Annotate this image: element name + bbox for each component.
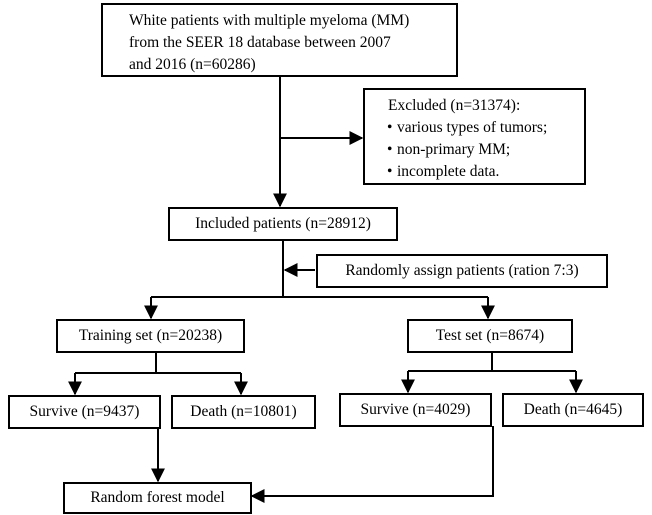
test-set-label: Test set (n=8674) <box>435 327 545 344</box>
train-survive-label: Survive (n=9437) <box>29 403 140 420</box>
test-death-box: Death (n=4645) <box>502 393 644 427</box>
random-forest-model-label: Random forest model <box>90 489 225 506</box>
source-line-1: White patients with multiple myeloma (MM… <box>129 12 410 29</box>
random-forest-model-box: Random forest model <box>63 482 252 514</box>
training-set-label: Training set (n=20238) <box>78 327 223 344</box>
excluded-item: incomplete data. <box>387 161 584 183</box>
train-death-label: Death (n=10801) <box>190 403 297 420</box>
randomize-label: Randomly assign patients (ration 7:3) <box>345 262 579 279</box>
excluded-item: various types of tumors; <box>387 117 584 139</box>
test-survive-box: Survive (n=4029) <box>339 393 492 427</box>
excluded-box: Excluded (n=31374): various types of tum… <box>363 88 586 185</box>
training-set-box: Training set (n=20238) <box>56 319 245 353</box>
arrow-test-to-model <box>250 426 494 503</box>
train-survive-box: Survive (n=9437) <box>8 395 161 429</box>
excluded-list: various types of tumors; non-primary MM;… <box>387 117 584 183</box>
source-line-2: from the SEER 18 database between 2007 <box>129 34 391 51</box>
excluded-title: Excluded (n=31374): <box>388 97 521 114</box>
test-set-box: Test set (n=8674) <box>407 319 573 353</box>
source-line-3: and 2016 (n=60286) <box>129 56 256 73</box>
included-patients-box: Included patients (n=28912) <box>168 207 398 241</box>
train-death-box: Death (n=10801) <box>171 395 316 429</box>
included-patients-label: Included patients (n=28912) <box>195 215 371 232</box>
test-survive-label: Survive (n=4029) <box>360 401 471 418</box>
source-population-box: White patients with multiple myeloma (MM… <box>101 3 458 77</box>
randomize-box: Randomly assign patients (ration 7:3) <box>316 254 608 288</box>
test-death-label: Death (n=4645) <box>523 401 623 418</box>
excluded-item: non-primary MM; <box>387 139 584 161</box>
